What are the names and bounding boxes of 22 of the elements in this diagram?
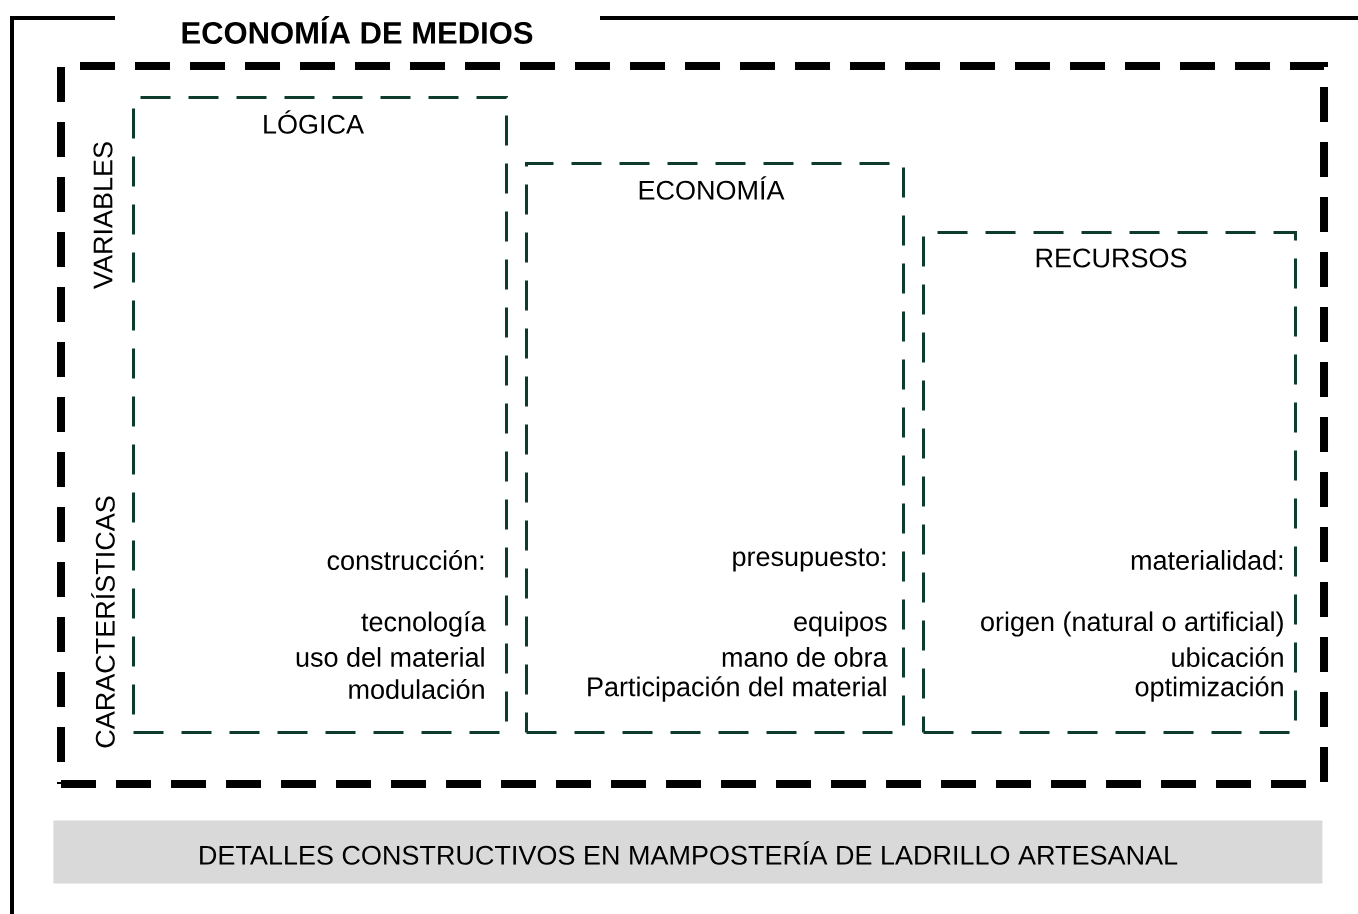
side-label: CARACTERÍSTICAS <box>91 496 115 748</box>
list-item: origen (natural o artificial) <box>981 611 1283 637</box>
caption-band: DETALLES CONSTRUCTIVOS EN MAMPOSTERÍA DE LADRILLO ARTESANAL <box>53 820 1323 884</box>
column-heading: ECONOMÍA <box>639 176 785 200</box>
list-heading: construcción: <box>327 549 484 571</box>
list-heading: presupuesto: <box>733 548 886 572</box>
list-item: ubicación <box>1172 646 1283 668</box>
list-item: modulación <box>349 678 484 700</box>
list-item: equipos <box>794 611 887 637</box>
list-heading: materialidad: <box>1131 550 1283 570</box>
dashed-box <box>132 96 508 734</box>
dashed-box <box>525 162 905 734</box>
column-heading: RECURSOS <box>1036 248 1187 268</box>
column-heading: LÓGICA <box>264 110 364 134</box>
list-item: uso del material <box>296 647 484 667</box>
list-item: tecnología <box>361 611 486 637</box>
side-label: VARIABLES <box>93 142 113 289</box>
list-item: Participación del material <box>588 676 886 702</box>
list-item: optimización <box>1135 676 1283 702</box>
list-item: mano de obra <box>722 647 888 667</box>
dashed-box <box>922 231 1297 734</box>
title: ECONOMÍA DE MEDIOS <box>182 16 533 44</box>
